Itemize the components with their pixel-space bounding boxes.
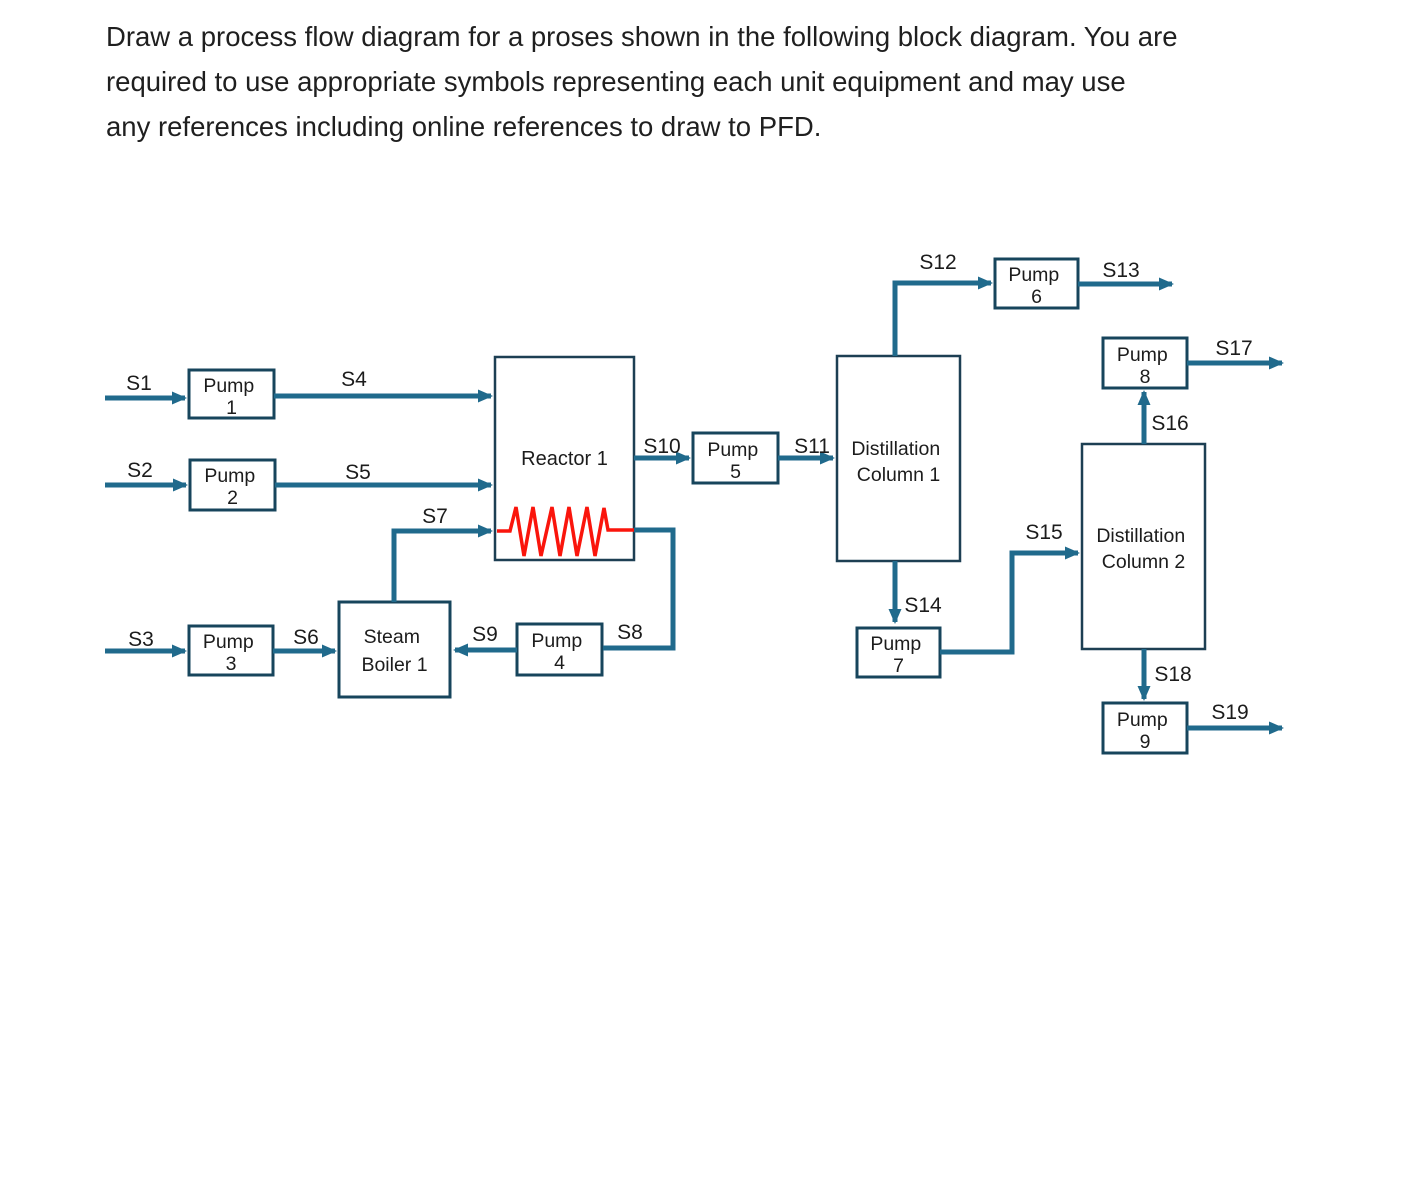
stream-lines — [105, 276, 1284, 735]
pump-5-label: Pump 5 — [707, 439, 763, 483]
distillation-column-1-box — [835, 354, 962, 563]
stream-s17-label: S17 — [1215, 337, 1252, 360]
stream-s13-label: S13 — [1102, 259, 1139, 282]
question-text: Draw a process flow diagram for a proses… — [106, 14, 1178, 149]
stream-s3-label: S3 — [128, 628, 154, 651]
stream-s15-line — [940, 546, 1080, 655]
steam-boiler-1-label: Steam Boiler 1 — [361, 626, 427, 676]
stream-s19-label: S19 — [1211, 701, 1248, 724]
stream-s12-line — [892, 276, 993, 356]
question-text-line-2: required to use appropriate symbols repr… — [106, 66, 1126, 97]
pump-9-label: Pump 9 — [1117, 709, 1173, 753]
stream-s7-label: S7 — [422, 505, 448, 528]
stream-s15-label: S15 — [1025, 521, 1062, 544]
stream-s11-label: S11 — [794, 435, 830, 458]
equipment-labels: Pump 1 Pump 2 Pump 3 Steam Boiler 1 Pump… — [203, 264, 1190, 753]
pump-8-label: Pump 8 — [1117, 344, 1173, 388]
stream-s18-label: S18 — [1154, 663, 1191, 686]
distillation-column-1-label: Distillation Column 1 — [851, 438, 945, 486]
pump-7-label: Pump 7 — [870, 633, 926, 677]
stream-s14-label: S14 — [904, 594, 942, 617]
pump-7-box — [855, 626, 942, 679]
stream-s6-label: S6 — [293, 626, 319, 649]
distillation-column-2-label: Distillation Column 2 — [1096, 525, 1190, 573]
stream-s1-label: S1 — [126, 372, 152, 395]
equipment-boxes — [187, 257, 1207, 755]
stream-s2-label: S2 — [127, 459, 153, 482]
question-text-line-1: Draw a process flow diagram for a proses… — [106, 21, 1178, 52]
pump-8-box — [1101, 336, 1189, 390]
pump-5-box — [691, 431, 780, 485]
pump-3-label: Pump 3 — [203, 631, 259, 675]
pump-2-label: Pump 2 — [204, 465, 260, 509]
pump-1-label: Pump 1 — [203, 375, 259, 419]
pump-2-box — [188, 458, 277, 512]
stream-s10-label: S10 — [643, 435, 680, 458]
steam-boiler-1-box — [337, 600, 452, 699]
stream-s7-line — [391, 524, 493, 602]
stream-s4-label: S4 — [341, 368, 367, 391]
pump-4-label: Pump 4 — [531, 630, 587, 674]
stream-s8-label: S8 — [617, 621, 643, 644]
stream-s16-label: S16 — [1151, 412, 1188, 435]
heating-coil-icon — [497, 506, 634, 557]
stream-s12-label: S12 — [919, 251, 956, 274]
stream-s9-label: S9 — [472, 623, 498, 646]
question-text-line-3: any references including online referenc… — [106, 111, 822, 142]
reactor-1-label: Reactor 1 — [521, 448, 608, 470]
distillation-column-2-box — [1080, 442, 1207, 651]
stream-s8-line — [603, 527, 676, 651]
pump-3-box — [187, 624, 275, 677]
stream-s5-label: S5 — [345, 461, 371, 484]
stream-labels: S1 S2 S3 S4 S5 S6 S7 S8 S9 S10 S11 S12 S… — [126, 251, 1253, 724]
pump-6-label: Pump 6 — [1008, 264, 1064, 308]
